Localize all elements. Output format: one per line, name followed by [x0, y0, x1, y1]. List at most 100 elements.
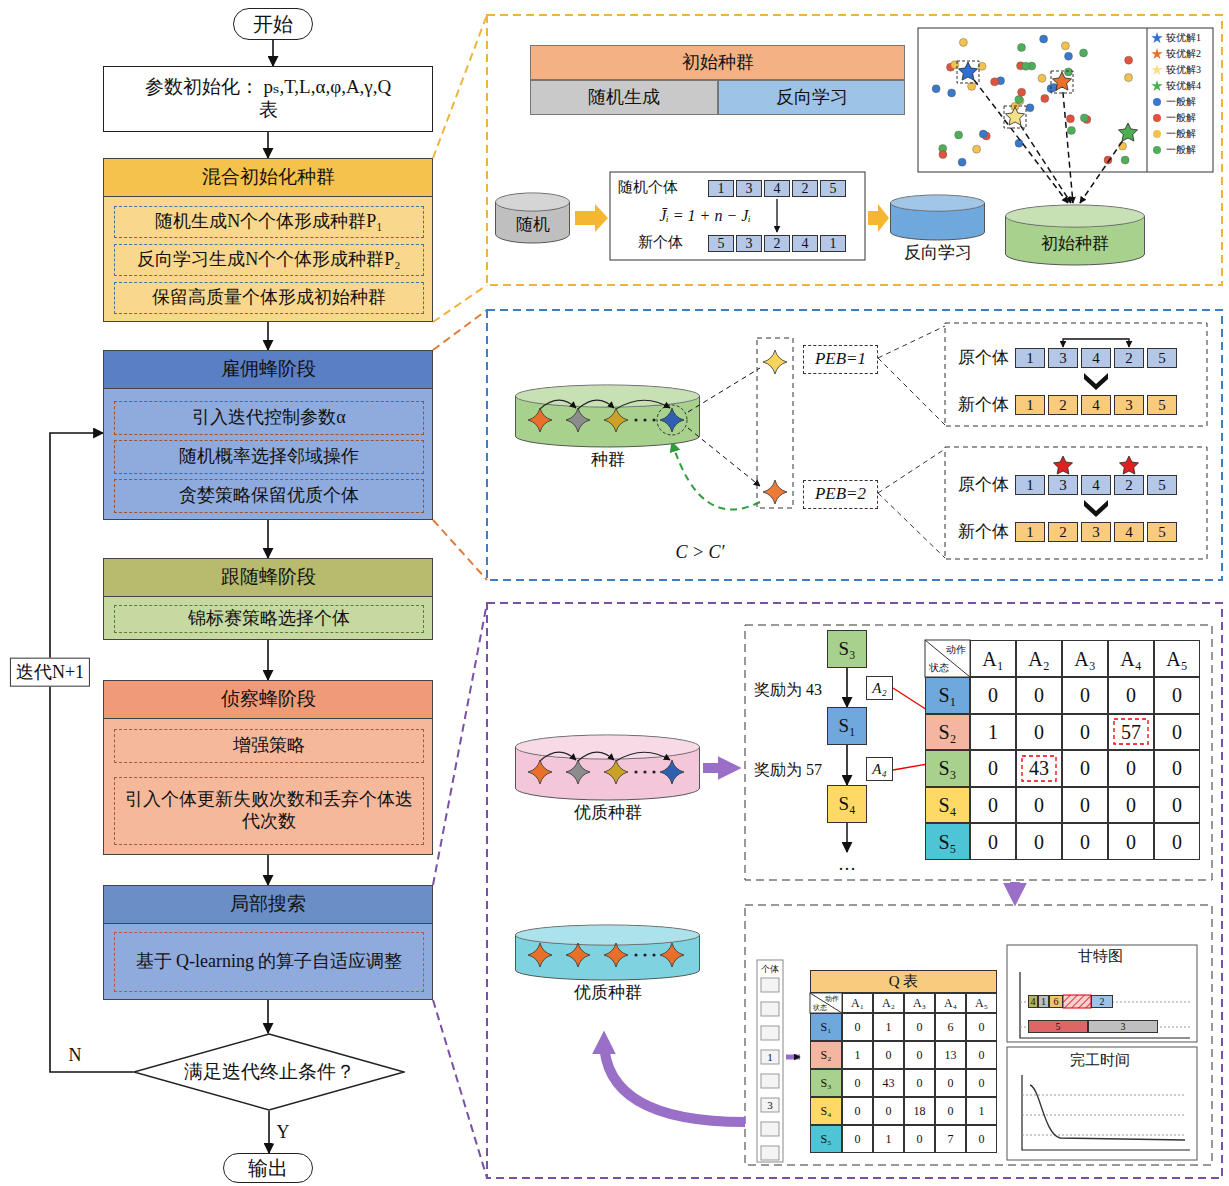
individual-label: 个体	[761, 964, 779, 974]
stage-panel: 跟随蜂阶段锦标赛策略选择个体	[103, 558, 433, 640]
table-header: A₂	[873, 993, 904, 1013]
local-search-illustration	[761, 978, 779, 992]
q-value: 0	[1016, 787, 1062, 824]
q-value: 0	[966, 1013, 997, 1041]
loop-label: N	[69, 1045, 82, 1066]
q-value: 0	[970, 823, 1016, 860]
state-box: S₁	[827, 707, 867, 745]
local-search-illustration	[925, 640, 970, 677]
init-illustration	[968, 82, 976, 90]
local-search-illustration	[810, 640, 970, 1013]
local-search-illustration	[604, 1040, 745, 1122]
local-search-illustration	[703, 763, 732, 773]
legend-text: 较优解2	[1166, 48, 1201, 60]
init-illustration	[932, 35, 1133, 166]
q-value: 57	[1108, 714, 1154, 751]
table-header: A₂	[1016, 640, 1062, 677]
leader-lines	[433, 15, 487, 322]
init-illustration	[1064, 68, 1072, 76]
init-illustration	[1061, 42, 1069, 50]
cylinder-shape	[516, 925, 700, 945]
node-label: 反向学习生成N个个体形成种群P₂	[131, 249, 406, 271]
node-label: PEB=1	[809, 349, 872, 369]
sequence-cell: 2	[764, 235, 790, 252]
legend-swatch	[1153, 130, 1161, 138]
q-value: 0	[842, 1125, 873, 1153]
legend-swatch	[1153, 146, 1161, 154]
init-illustration	[918, 28, 1213, 172]
q-value: 0	[1108, 787, 1154, 824]
q-value: 18	[904, 1097, 935, 1125]
leader-lines	[487, 310, 1222, 580]
node-label: 反向学习	[770, 87, 854, 109]
q-value: 0	[1062, 714, 1108, 751]
sequence-cell: 5	[1147, 348, 1177, 368]
node-label: 优质种群	[574, 983, 642, 1003]
employed-bee-illustration	[763, 350, 787, 374]
legend-text: 一般解	[1166, 144, 1196, 156]
sequence-cell: 3	[1114, 395, 1144, 415]
local-search-illustration	[1030, 1085, 1185, 1140]
q-value: 0	[1016, 823, 1062, 860]
state-box: S₄	[827, 785, 867, 823]
q-value: 0	[1016, 714, 1062, 751]
q-value: 0	[1154, 750, 1200, 787]
init-illustration	[948, 89, 956, 97]
init-illustration	[1015, 117, 1071, 203]
node-label: 随机生成N个个体形成种群P₁	[149, 211, 388, 233]
sequence-label: 新个体	[638, 234, 683, 251]
q-value: 0	[873, 1041, 904, 1069]
flow-connector	[846, 668, 848, 707]
q-value: 0	[935, 1097, 966, 1125]
local-search-illustration	[810, 993, 842, 1013]
cylinder-shape	[516, 925, 700, 945]
step-box: 随机概率选择邻域操作	[114, 440, 424, 474]
sequence-label: 原个体	[958, 348, 1009, 368]
table-header: A₅	[1154, 640, 1200, 677]
node-label: 引入迭代控制参数α	[186, 407, 351, 429]
local-search-illustration	[1007, 945, 1197, 1042]
q-value: 0	[842, 1069, 873, 1097]
leader-lines	[433, 15, 1222, 1178]
action-box: A₂	[866, 676, 893, 700]
cylinder-shape	[516, 385, 700, 407]
node-label: 参数初始化： pₛ,T,L,α,φ,A,γ,Q 表	[137, 76, 399, 122]
q-value: 0	[1108, 823, 1154, 860]
employed-bee-illustration	[1120, 456, 1139, 474]
sequence-cell: 2	[1048, 522, 1078, 542]
state-cell: S₅	[810, 1125, 842, 1153]
local-search-illustration	[745, 625, 1212, 880]
gantt-bar: 5	[1028, 1020, 1088, 1033]
init-illustration	[1026, 104, 1034, 112]
node-label: 增强策略	[227, 735, 311, 757]
gantt-bar: 1	[1038, 995, 1049, 1008]
sequence-cell: 2	[1114, 348, 1144, 368]
ellipsis: …	[838, 854, 856, 875]
local-search-illustration	[761, 1026, 779, 1040]
node-label: 反向学习	[904, 243, 972, 263]
cylinder-shape	[1006, 205, 1145, 227]
init-illustration	[575, 204, 608, 232]
stage-header: 跟随蜂阶段	[104, 559, 432, 597]
employed-bee-illustration	[672, 442, 760, 510]
init-illustration	[1080, 114, 1088, 122]
employed-bee-illustration	[1084, 373, 1108, 390]
init-illustration	[1125, 56, 1133, 64]
init-illustration	[1041, 94, 1049, 102]
init-illustration	[1018, 44, 1026, 52]
q-value: 0	[1062, 787, 1108, 824]
leader-lines	[487, 603, 1222, 1178]
population-cylinder: 初始种群	[1005, 205, 1145, 265]
init-illustration	[951, 61, 959, 69]
init-illustration	[1051, 71, 1073, 93]
local-search-illustration	[761, 978, 779, 1160]
edge-label: Y	[273, 1121, 294, 1144]
node-label: 保留高质量个体形成初始种群	[146, 287, 392, 309]
q-value: 1	[966, 1097, 997, 1125]
table-header: A₁	[970, 640, 1016, 677]
q-value: 0	[1108, 677, 1154, 714]
cylinder-shape	[891, 195, 985, 211]
state-cell: S₂	[810, 1041, 842, 1069]
q-value: 0	[1062, 750, 1108, 787]
